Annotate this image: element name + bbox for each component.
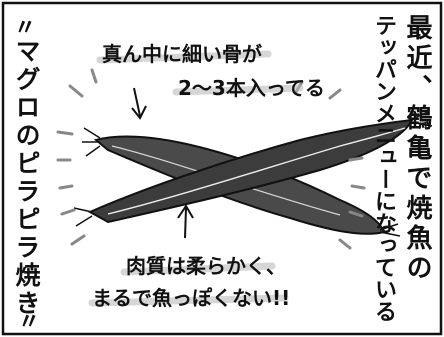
quote-open-mark: 〃 xyxy=(14,16,37,41)
annotation-top-line-1: 真ん中に細い骨が xyxy=(102,42,262,66)
side-caption-line-1: 最近、鶴亀で焼魚の xyxy=(402,14,432,284)
quote-close-mark: 〃 xyxy=(18,310,41,335)
annotation-bottom-line-2: まるで魚っぽくない!! xyxy=(92,286,291,310)
emphasis-lines xyxy=(56,68,366,250)
annotation-bottom-line-1: 肉質は柔らかく、 xyxy=(126,254,286,278)
fish-illustration-front xyxy=(73,111,433,227)
side-caption-line-2: テッパンメニューになっている xyxy=(371,14,396,322)
annotation-top-line-2: 2〜3本入ってる xyxy=(178,76,325,100)
arrow-down xyxy=(131,87,147,120)
arrow-up xyxy=(177,204,194,239)
dish-name-quote: マグロのピラピラ焼き xyxy=(12,38,41,318)
